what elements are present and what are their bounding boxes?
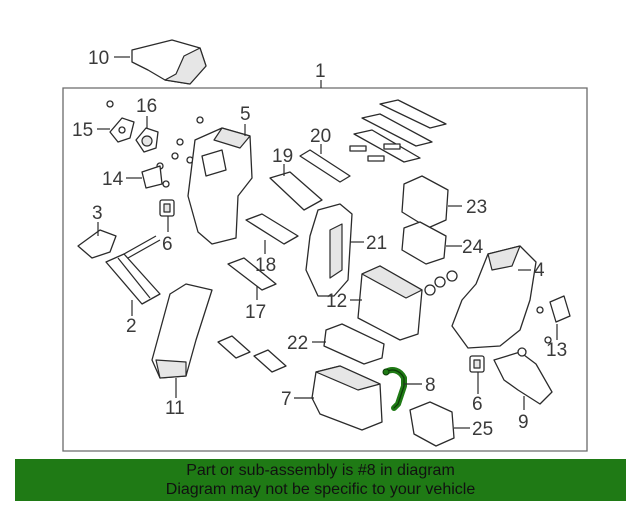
small-plates — [217, 335, 287, 373]
callout-3: 3 — [92, 203, 103, 224]
part-22-cover — [323, 323, 385, 365]
footer-banner: Part or sub-assembly is #8 in diagram Di… — [15, 459, 626, 501]
part-6-seal-left — [159, 199, 175, 217]
part-12-evaporator — [357, 265, 423, 341]
part-10-duct — [131, 39, 207, 85]
part-4-lower-case — [424, 245, 537, 349]
callout-6-left: 6 — [162, 234, 173, 255]
leader-lines — [97, 56, 558, 429]
callout-13: 13 — [546, 340, 567, 361]
callout-2: 2 — [126, 316, 137, 337]
callout-15: 15 — [72, 120, 93, 141]
callout-21: 21 — [366, 233, 387, 254]
callout-20: 20 — [310, 126, 331, 147]
callout-11: 11 — [165, 398, 185, 419]
part-6-seal-right — [469, 355, 485, 373]
callout-17: 17 — [245, 302, 266, 323]
part-2-heater-core — [105, 235, 161, 305]
part-21-case — [305, 203, 353, 297]
part-5-upper-case — [187, 127, 253, 245]
callout-18: 18 — [255, 255, 276, 276]
callout-24: 24 — [462, 237, 484, 258]
callout-8: 8 — [425, 375, 436, 396]
part-13-clip — [536, 295, 571, 344]
callout-16: 16 — [136, 96, 157, 117]
assembly-frame — [62, 87, 588, 452]
part-14-bracket — [141, 165, 163, 189]
part-19-door — [269, 171, 323, 211]
part-9-duct — [493, 347, 553, 405]
callout-9: 9 — [518, 412, 529, 433]
part-24-housing — [401, 221, 447, 265]
part-16-actuator — [135, 127, 159, 153]
slats-group — [349, 99, 447, 163]
part-25-cover — [409, 401, 455, 447]
part-18-filter — [245, 213, 299, 245]
callout-1: 1 — [315, 61, 326, 82]
part-3-bracket — [77, 229, 117, 259]
callout-4: 4 — [534, 260, 545, 281]
callout-5: 5 — [240, 104, 251, 125]
callout-7: 7 — [281, 389, 292, 410]
part-7-case-bottom — [311, 365, 383, 431]
callout-10: 10 — [88, 48, 109, 69]
part-15-bracket — [109, 117, 135, 143]
callout-22: 22 — [287, 333, 308, 354]
callout-12: 12 — [326, 291, 347, 312]
footer-line-2: Diagram may not be specific to your vehi… — [165, 481, 476, 498]
part-20-bar — [299, 149, 351, 183]
callout-25: 25 — [472, 419, 493, 440]
callout-14: 14 — [102, 169, 124, 190]
callout-23: 23 — [466, 197, 487, 218]
callout-19: 19 — [272, 146, 293, 167]
callout-6-right: 6 — [472, 394, 483, 415]
part-17-filter — [227, 257, 277, 291]
part-11-duct — [151, 283, 213, 379]
part-8-drain-hose — [382, 367, 407, 411]
part-23-housing — [401, 175, 449, 229]
footer-line-1: Part or sub-assembly is #8 in diagram — [186, 462, 455, 479]
